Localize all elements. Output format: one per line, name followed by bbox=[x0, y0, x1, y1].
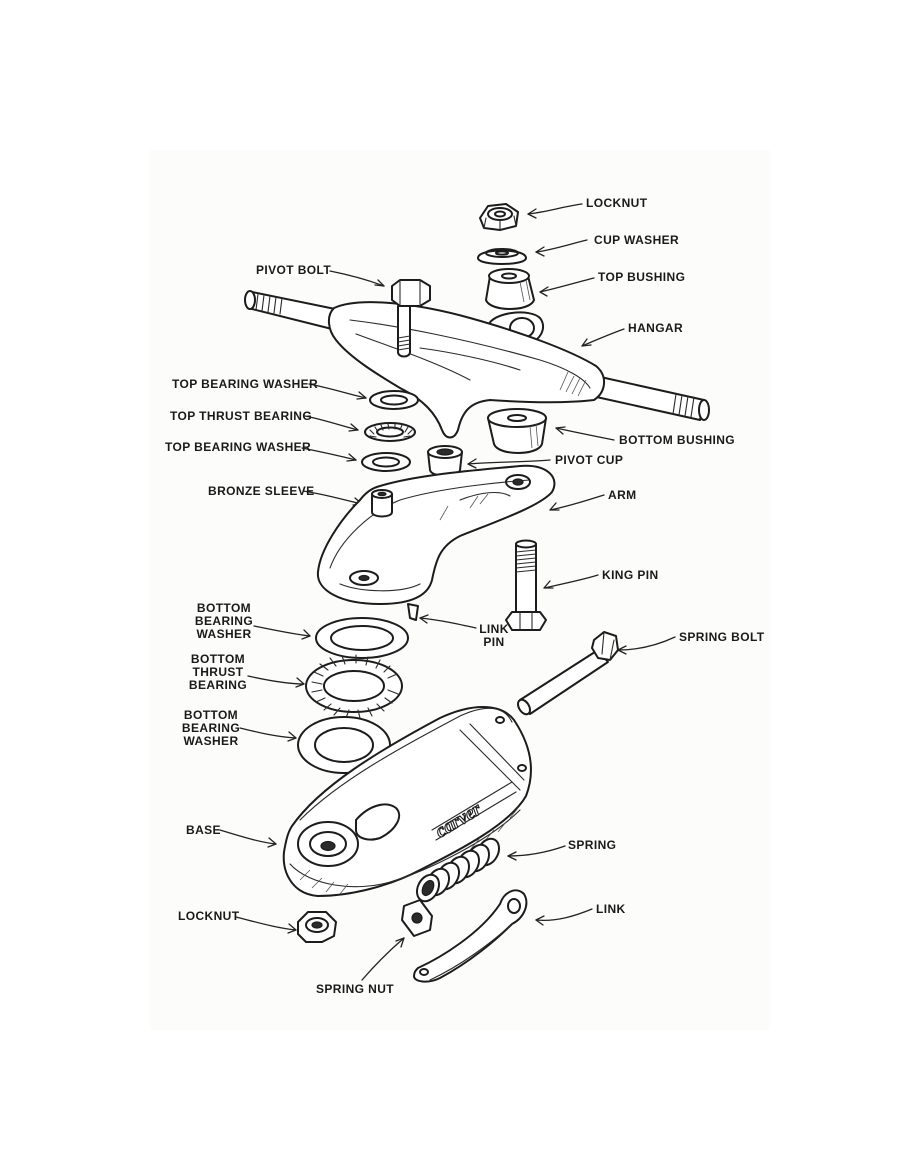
label-bottom-thrust-bearing: BOTTOM THRUST BEARING bbox=[188, 652, 248, 692]
label-spring: SPRING bbox=[568, 838, 617, 852]
bottom-locknut-part bbox=[297, 911, 337, 943]
label-top-bearing-washer-1: TOP BEARING WASHER bbox=[172, 377, 319, 391]
label-bottom-bearing-washer-2: BOTTOM BEARING WASHER bbox=[181, 708, 241, 748]
label-link-pin: LINK PIN bbox=[479, 622, 509, 649]
label-arm: ARM bbox=[608, 488, 637, 502]
spring-bolt-part bbox=[517, 631, 619, 716]
label-pivot-cup: PIVOT CUP bbox=[555, 453, 624, 467]
top-bearing-washer-1-part bbox=[369, 390, 419, 410]
leader-lines bbox=[219, 203, 676, 981]
bottom-bushing-part bbox=[487, 408, 547, 454]
label-base: BASE bbox=[186, 823, 221, 837]
spring-nut-part bbox=[401, 899, 433, 937]
top-bearing-washer-2-part bbox=[361, 452, 411, 472]
label-top-bushing: TOP BUSHING bbox=[598, 270, 686, 284]
label-bottom-bearing-washer-1: BOTTOM BEARING WASHER bbox=[194, 601, 254, 641]
top-thrust-bearing-part bbox=[364, 422, 416, 442]
top-locknut-part bbox=[479, 203, 519, 231]
label-bottom-bushing: BOTTOM BUSHING bbox=[619, 433, 736, 447]
label-locknut-top: LOCKNUT bbox=[586, 196, 648, 210]
spring-part bbox=[415, 837, 501, 903]
label-locknut-bottom: LOCKNUT bbox=[178, 909, 240, 923]
label-king-pin: KING PIN bbox=[602, 568, 659, 582]
label-link: LINK bbox=[596, 902, 626, 916]
link-part bbox=[413, 889, 528, 983]
pivot-bolt-part bbox=[391, 279, 431, 358]
cup-washer-part bbox=[477, 248, 527, 265]
bottom-thrust-bearing-part bbox=[305, 654, 403, 719]
label-spring-nut: SPRING NUT bbox=[316, 982, 395, 996]
top-bushing-part bbox=[485, 268, 535, 310]
label-spring-bolt: SPRING BOLT bbox=[679, 630, 765, 644]
label-pivot-bolt: PIVOT BOLT bbox=[256, 263, 332, 277]
arm-part bbox=[316, 464, 556, 621]
label-bronze-sleeve: BRONZE SLEEVE bbox=[208, 484, 315, 498]
king-pin-part bbox=[505, 539, 547, 631]
base-part: carver bbox=[282, 706, 532, 897]
label-top-bearing-washer-2: TOP BEARING WASHER bbox=[165, 440, 312, 454]
label-top-thrust-bearing: TOP THRUST BEARING bbox=[170, 409, 313, 423]
label-hangar: HANGAR bbox=[628, 321, 684, 335]
hangar-part bbox=[244, 290, 710, 439]
label-cup-washer: CUP WASHER bbox=[594, 233, 680, 247]
bottom-bearing-washer-1-part bbox=[315, 617, 409, 659]
